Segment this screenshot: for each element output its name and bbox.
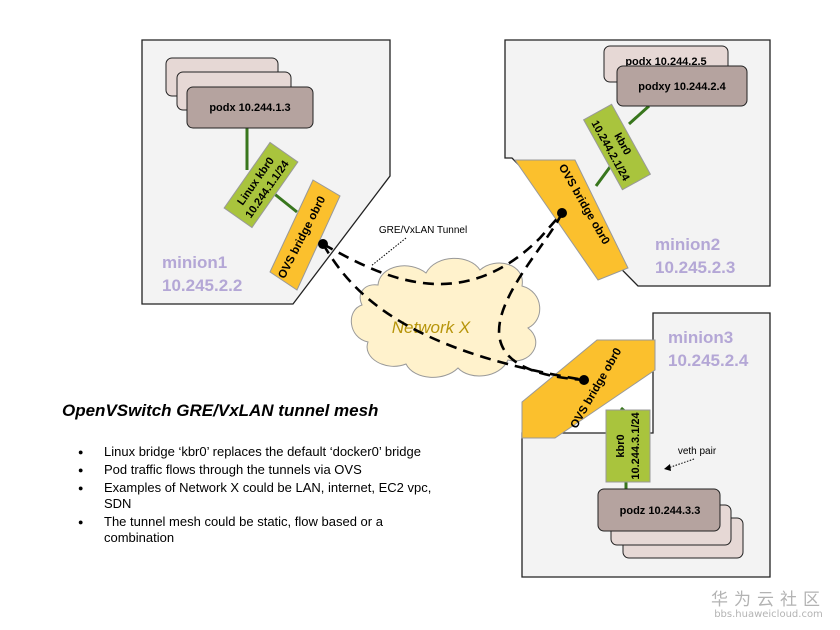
bullet-item: Examples of Network X could be LAN, inte… [72, 480, 432, 512]
minion3-ip: 10.245.2.4 [668, 351, 749, 370]
tunnel-label-pointer [370, 237, 407, 267]
minion3-pod-label: podz 10.244.3.3 [620, 505, 701, 517]
minion3-ovs-bridge [521, 339, 656, 439]
bullet-list: Linux bridge ‘kbr0’ replaces the default… [72, 444, 432, 548]
bullet-item: The tunnel mesh could be static, flow ba… [72, 514, 432, 546]
minion3-kbr0 [605, 409, 651, 483]
network-label: Network X [392, 318, 471, 337]
minion1-tunnel-endpoint [318, 239, 328, 249]
bullet-item: Pod traffic flows through the tunnels vi… [72, 462, 432, 478]
minion1-ip: 10.245.2.2 [162, 276, 242, 295]
minion1-ovs-link [271, 190, 298, 214]
minion1-kbr0 [223, 141, 299, 229]
minion2-name: minion2 [655, 235, 720, 254]
tunnel-1-2 [322, 212, 563, 286]
diagram-title: OpenVSwitch GRE/VxLAN tunnel mesh [62, 401, 379, 420]
minion3-kbr0-name: kbr0 [615, 434, 627, 457]
minion2-pod-link [627, 104, 651, 126]
minion2-tunnel-endpoint [557, 208, 567, 218]
minion1-pod-label: podx 10.244.1.3 [209, 102, 290, 114]
minion3-pod [597, 488, 721, 532]
watermark-url: bbs.huaweicloud.com [714, 609, 823, 620]
minion3-kbr0-ip: 10.244.3.1/24 [630, 411, 642, 479]
tunnel-1-3 [321, 243, 585, 382]
minion2-pod-back-label: podx 10.244.2.5 [625, 56, 706, 68]
watermark: 华为云社区 bbs.huaweicloud.com [711, 585, 826, 620]
tunnel-2-3 [497, 212, 585, 382]
minion2-ovs-link [594, 166, 612, 187]
watermark-brand: 华为云社区 [711, 590, 826, 610]
minion3-tunnel-endpoint [579, 375, 589, 385]
minion2-pod-label: podxy 10.244.2.4 [638, 81, 726, 93]
minion2-ip: 10.245.2.3 [655, 258, 735, 277]
minion2-kbr0 [582, 103, 652, 191]
minion1-pod [186, 86, 314, 129]
veth-pointer-arrow [664, 464, 671, 471]
minion2-ovs-bridge [514, 159, 629, 281]
veth-pair-label: veth pair [678, 446, 717, 457]
minion1-ovs-bridge [269, 179, 341, 291]
bullet-item: Linux bridge ‘kbr0’ replaces the default… [72, 444, 432, 460]
tunnel-label: GRE/VxLAN Tunnel [379, 225, 467, 236]
minion1-name: minion1 [162, 253, 227, 272]
minion3-name: minion3 [668, 328, 733, 347]
minion2-pod [616, 65, 748, 107]
network-cloud [350, 257, 541, 378]
